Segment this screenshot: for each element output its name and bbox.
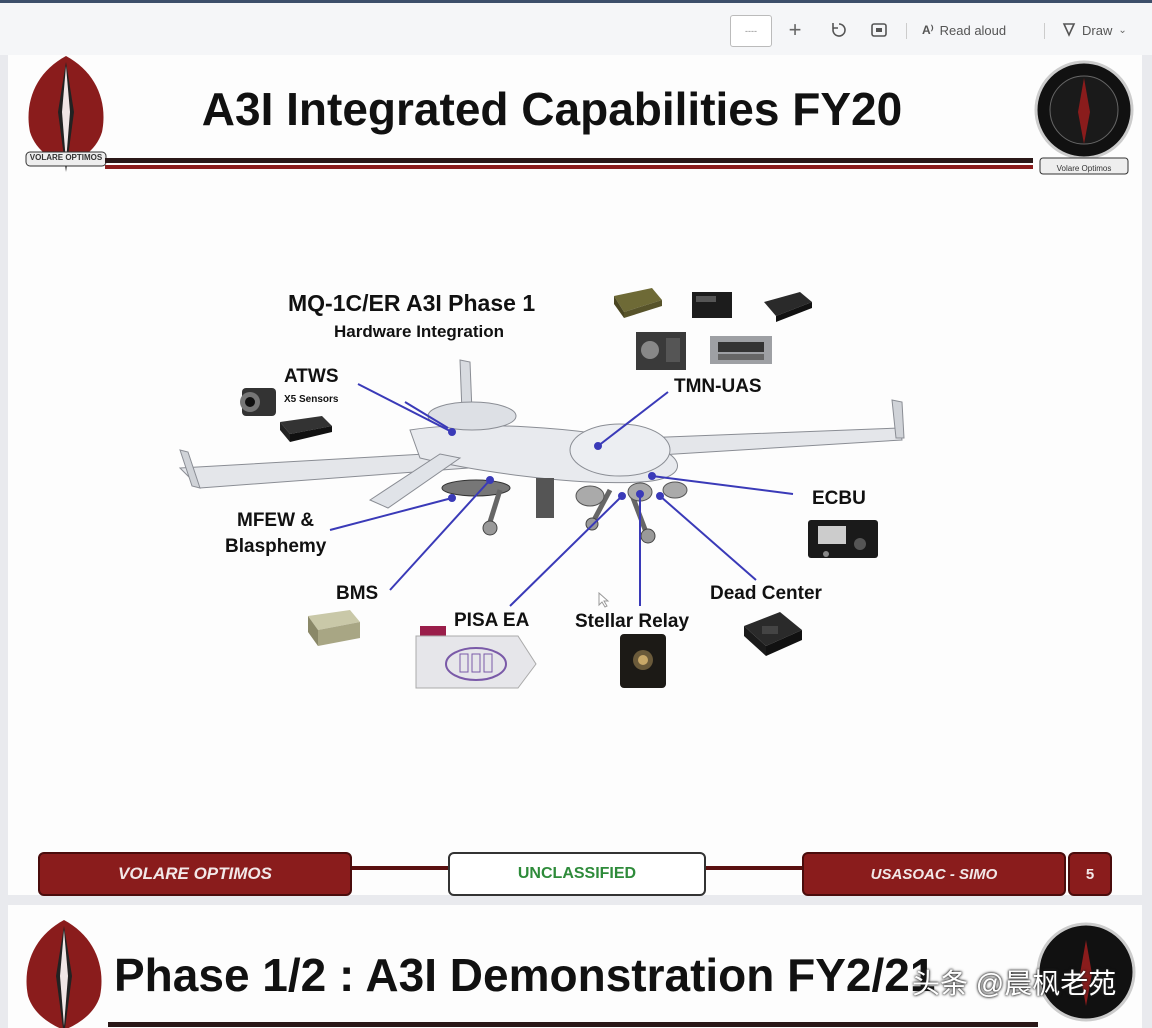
label-atws: ATWS	[284, 366, 339, 387]
footer-right-banner: USASOAC - SIMO	[802, 852, 1066, 896]
draw-icon	[1062, 23, 1076, 37]
chevron-down-icon[interactable]: ⌄	[1118, 24, 1127, 36]
volare-optimos-left-logo	[25, 56, 107, 172]
window-top-border	[0, 0, 1152, 3]
title-rule-red	[105, 165, 1033, 169]
slide-title: A3I Integrated Capabilities FY20	[201, 83, 903, 135]
label-ecbu: ECBU	[812, 488, 866, 509]
read-aloud-label: Read aloud	[939, 22, 1007, 38]
volare-optimos-right-logo	[1034, 60, 1134, 175]
slide2-title-tail: /21	[871, 949, 936, 1001]
label-pisa-ea: PISA EA	[454, 610, 530, 631]
draw-button[interactable]: Draw ⌄	[1062, 15, 1148, 45]
footer-left-banner: VOLARE OPTIMOS	[38, 852, 352, 896]
leader-tmn	[597, 391, 669, 447]
hardware-box-1-icon	[614, 288, 662, 318]
bms-box-icon	[308, 610, 360, 646]
viewer-toolbar: ---- + A⁾ Read aloud Draw ⌄	[0, 3, 1152, 55]
hardware-box-3-icon	[764, 292, 812, 322]
volare-optimos-right-logo	[1036, 922, 1136, 1022]
diagram-subheading: Hardware Integration	[334, 322, 505, 341]
ecbu-box-icon	[808, 520, 878, 558]
page-box-button[interactable]: ----	[730, 15, 772, 47]
toolbar-divider	[906, 23, 907, 39]
leader-ecbu	[651, 475, 794, 495]
right-logo-ribbon-text: Volare Optimos	[1056, 164, 1112, 173]
watermark: 头条 @晨枫老苑	[912, 968, 1117, 999]
slide-page-6	[8, 905, 1142, 1028]
volare-optimos-left-logo	[26, 920, 102, 1028]
slide2-title-text: Phase 1/2 : A3I Demonstration FY2	[114, 949, 872, 1001]
leader-atws	[357, 383, 453, 433]
read-aloud-button[interactable]: A⁾ Read aloud	[922, 15, 1032, 45]
label-tmn-uas: TMN-UAS	[674, 376, 762, 397]
label-atws-sensors: X5 Sensors	[284, 394, 339, 405]
slide2-title: Phase 1/2 : A3I Demonstration FY2/21	[114, 948, 935, 1002]
mq1c-aircraft-diagram	[178, 359, 905, 544]
diagram-heading: MQ-1C/ER A3I Phase 1	[288, 290, 536, 316]
footer-connector	[350, 866, 450, 870]
slide2-title-rule	[108, 1022, 1038, 1027]
read-aloud-icon: A⁾	[922, 23, 934, 37]
draw-label: Draw	[1082, 22, 1113, 38]
label-blasphemy: Blasphemy	[225, 536, 327, 557]
leader-bms	[389, 479, 491, 591]
leader-dead-center	[659, 495, 757, 581]
page-number-badge: 5	[1068, 852, 1112, 896]
fit-page-button[interactable]	[866, 15, 892, 45]
dead-center-box-icon	[744, 612, 802, 656]
zoom-in-button[interactable]: +	[782, 15, 808, 45]
label-mfew: MFEW &	[237, 510, 315, 531]
hardware-box-5-icon	[710, 336, 772, 364]
fit-page-icon	[871, 23, 887, 37]
leader-pisa	[509, 495, 623, 607]
title-rule-dark	[105, 158, 1033, 163]
toolbar-divider	[1044, 23, 1045, 39]
classification-banner: UNCLASSIFIED	[448, 852, 706, 896]
rotate-icon	[832, 23, 846, 37]
pisa-ea-pod-icon	[415, 626, 537, 689]
atws-camera-icon	[240, 388, 276, 416]
hardware-box-4-icon	[636, 332, 686, 370]
leader-mfew	[329, 497, 453, 531]
mouse-cursor-icon	[598, 592, 610, 608]
label-bms: BMS	[336, 583, 379, 604]
plus-icon: +	[788, 17, 802, 42]
footer-connector	[704, 866, 804, 870]
label-stellar-relay: Stellar Relay	[575, 611, 690, 632]
left-logo-ribbon-text: VOLARE OPTIMOS	[29, 153, 103, 162]
stellar-relay-icon	[620, 634, 666, 688]
rotate-button[interactable]	[826, 15, 852, 45]
label-dead-center: Dead Center	[710, 583, 822, 604]
atws-sensor-box-icon	[280, 416, 332, 442]
hardware-box-2-icon	[692, 292, 732, 318]
